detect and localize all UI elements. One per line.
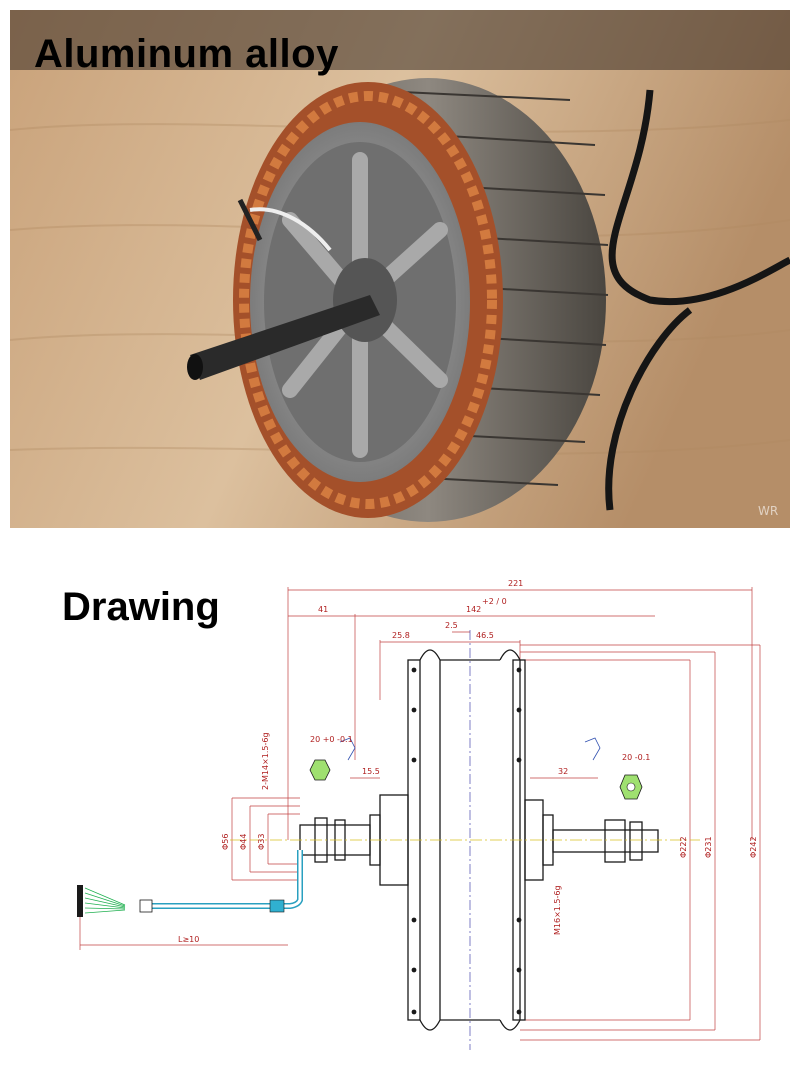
dim-left-offset: 41	[318, 605, 328, 614]
dim-dia-44: Φ44	[239, 834, 248, 850]
motor-drawing-svg: 221 142 +2 / 0 41 25.8 2.5 46.5 15.5 32 …	[77, 579, 761, 1050]
drawing-caption: Drawing	[62, 585, 220, 629]
technical-drawing: 221 142 +2 / 0 41 25.8 2.5 46.5 15.5 32 …	[0, 560, 800, 1069]
dim-left-nut: 20 +0 -0.1	[310, 735, 353, 744]
dim-left-flat: 15.5	[362, 767, 380, 776]
dim-dia-56: Φ56	[221, 834, 230, 850]
dim-left-flange: 25.8	[392, 631, 410, 640]
photo-watermark: WR	[758, 504, 778, 518]
dim-dia-231: Φ231	[704, 836, 713, 858]
dim-dia-242: Φ242	[749, 836, 758, 858]
dim-right-flange: 46.5	[476, 631, 494, 640]
dim-overall-width: 221	[508, 579, 523, 588]
dim-right-offset: 32	[558, 767, 568, 776]
dim-dia-33: Φ33	[257, 834, 266, 850]
dim-right-nut: 20 -0.1	[622, 753, 650, 762]
dim-dia-222: Φ222	[679, 836, 688, 858]
dim-center-gap: 2.5	[445, 621, 458, 630]
dim-right-thread: M16×1.5-6g	[553, 885, 562, 935]
dim-142-tolerance: +2 / 0	[482, 597, 507, 606]
motor-photo: WR	[10, 10, 790, 528]
dim-cable-length: L≥10	[178, 935, 199, 944]
motor-photo-illustration: WR	[10, 10, 790, 528]
dim-left-thread: 2-M14×1.5-6g	[261, 732, 270, 790]
photo-caption: Aluminum alloy	[34, 32, 339, 76]
dim-142: 142	[466, 605, 481, 614]
